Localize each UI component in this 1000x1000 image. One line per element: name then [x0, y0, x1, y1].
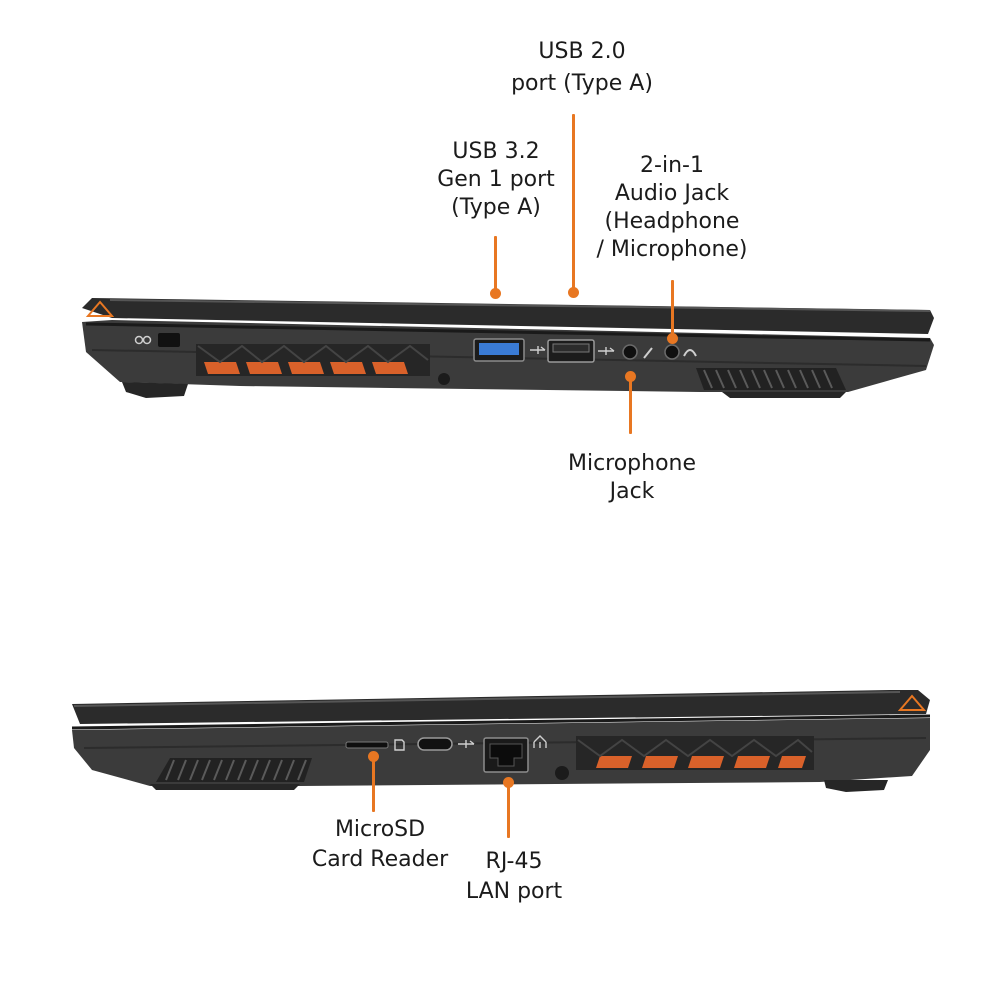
label-line: MicroSD	[334, 817, 426, 842]
label-line: Jack	[609, 479, 655, 504]
usb32-label: USB 3.2 Gen 1 port (Type A)	[418, 138, 574, 222]
microphone-jack	[622, 344, 638, 360]
headphone-icon	[683, 349, 697, 357]
network-icon	[533, 735, 547, 748]
label-line: LAN port	[465, 879, 563, 904]
label-line: Microphone	[567, 451, 697, 476]
foot	[150, 784, 300, 790]
label-line: (Type A)	[451, 195, 541, 220]
side-vent	[576, 736, 814, 770]
side-vent	[696, 368, 846, 390]
usb32-port	[473, 338, 525, 362]
audio-leader	[671, 280, 674, 338]
logo-triangle-icon	[85, 300, 115, 317]
label-line: Gen 1 port	[437, 167, 555, 192]
usb-icon	[598, 347, 615, 355]
label-line: RJ-45	[485, 849, 543, 874]
mic-label: Microphone Jack	[548, 450, 716, 506]
usb-icon	[530, 346, 546, 354]
label-line: Audio Jack	[614, 181, 730, 206]
mic-leader	[629, 376, 632, 434]
usb20-port	[547, 339, 595, 363]
audio-jack	[664, 344, 680, 360]
usb20-leader	[572, 114, 575, 292]
foot	[122, 382, 188, 398]
audio-dot	[667, 333, 678, 344]
microphone-icon	[643, 347, 653, 359]
usb-c-port	[417, 737, 453, 751]
usb32-dot	[490, 288, 501, 299]
screw	[555, 766, 569, 780]
label-line: 2-in-1	[640, 153, 704, 178]
sd-card-icon	[394, 739, 405, 751]
microsd-slot	[345, 741, 389, 749]
microsd-leader	[372, 756, 375, 812]
microsd-label: MicroSD Card Reader	[298, 816, 462, 874]
laptop-lid	[72, 690, 930, 724]
foot	[722, 392, 846, 398]
screw	[438, 373, 450, 385]
label-line: (Headphone	[604, 209, 740, 234]
usb32-leader	[494, 236, 497, 294]
label-line: Card Reader	[311, 847, 449, 872]
logo-triangle-icon	[897, 694, 927, 711]
foot	[824, 780, 888, 792]
usb-icon	[458, 740, 475, 748]
lock-slot	[158, 333, 180, 347]
audio-label: 2-in-1 Audio Jack (Headphone / Microphon…	[586, 152, 758, 264]
side-vent	[196, 344, 430, 376]
usb20-dot	[568, 287, 579, 298]
label-line: USB 3.2	[452, 139, 540, 164]
laptop-lid	[82, 298, 934, 334]
lock-icon	[134, 335, 152, 345]
usb20-label: USB 2.0 port (Type A)	[492, 38, 672, 98]
rj45-label: RJ-45 LAN port	[444, 848, 584, 906]
label-line: / Microphone)	[596, 237, 748, 262]
label-line: USB 2.0	[538, 39, 626, 64]
rj45-leader	[507, 782, 510, 838]
label-line: port (Type A)	[511, 71, 653, 96]
side-vent	[156, 758, 312, 782]
rj45-port	[483, 737, 529, 773]
